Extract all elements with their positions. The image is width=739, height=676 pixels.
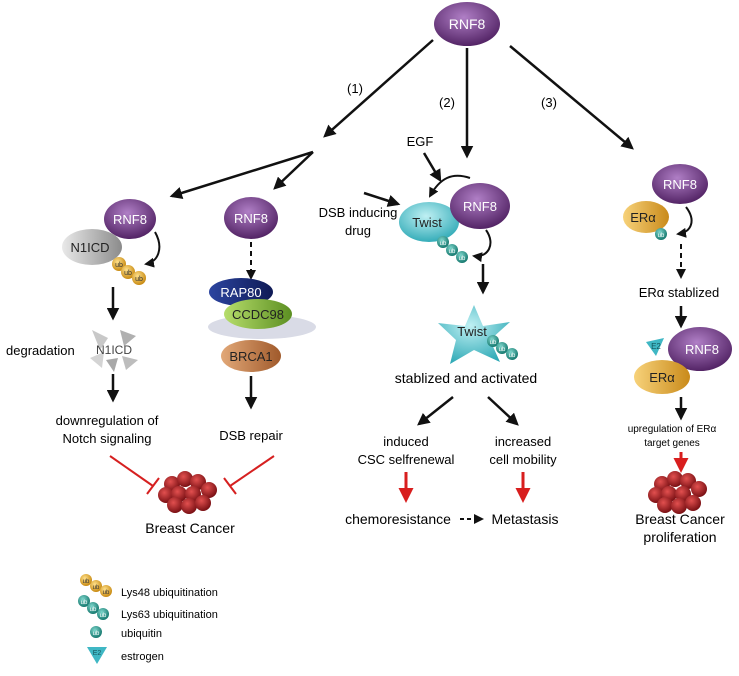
legend-lys48-label: Lys48 ubiquitination <box>121 587 218 599</box>
split-arrows <box>417 396 519 426</box>
rnf8-right-a-label: RNF8 <box>663 177 697 192</box>
upregulation-line1: upregulation of ERα <box>628 424 717 435</box>
svg-text:ub: ub <box>124 270 132 277</box>
svg-text:ub: ub <box>459 256 466 262</box>
path-label-2: (2) <box>439 95 455 110</box>
n1icd-fragments-icon: N1ICD <box>90 330 138 372</box>
svg-text:ub: ub <box>509 353 516 359</box>
proliferation-line2: proliferation <box>643 529 716 545</box>
induced-line2: CSC selfrenewal <box>358 452 455 467</box>
rnf8-left-a-label: RNF8 <box>113 212 147 227</box>
rnf8-twist-complex: Twist RNF8 ub ub ub <box>399 174 510 263</box>
increased-line2: cell mobility <box>489 452 557 467</box>
dsb-drug-line2: drug <box>345 223 371 238</box>
rap80-label: RAP80 <box>220 285 261 300</box>
rnf8-right-b-label: RNF8 <box>685 342 719 357</box>
inhibition-lines <box>109 455 275 495</box>
metastasis-label: Metastasis <box>492 511 559 527</box>
egf-arrow <box>422 152 442 183</box>
dsb-drug-line1: DSB inducing <box>319 205 398 220</box>
path-label-3: (3) <box>541 95 557 110</box>
brca1-label: BRCA1 <box>229 349 272 364</box>
svg-text:E2: E2 <box>651 342 661 351</box>
er-stabilized-label: ERα stablized <box>639 285 720 300</box>
svg-text:ub: ub <box>81 600 88 606</box>
svg-text:ub: ub <box>115 262 123 269</box>
legend-ubiquitin-icon: ub <box>90 626 102 638</box>
proliferation-tumor-icon <box>648 471 707 514</box>
downregulation-line2: Notch signaling <box>63 431 152 446</box>
induced-line1: induced <box>383 434 429 449</box>
legend-lys63-icon: ub ub ub <box>78 595 109 620</box>
svg-text:ub: ub <box>103 590 110 596</box>
legend-ubiquitin-label: ubiquitin <box>121 628 162 640</box>
breast-cancer-tumor-icon <box>158 471 217 514</box>
ub-single-icon: ub <box>658 233 665 239</box>
legend: ub ub ub Lys48 ubiquitination ub ub ub L… <box>78 574 218 664</box>
rnf8-top: RNF8 <box>434 2 500 46</box>
proliferation-line1: Breast Cancer <box>635 511 725 527</box>
svg-text:E2: E2 <box>93 650 102 657</box>
svg-text:ub: ub <box>93 585 100 591</box>
dsb-drug-arrow <box>363 191 401 207</box>
downregulation-line1: downregulation of <box>56 413 159 428</box>
rnf8-left-b-label: RNF8 <box>234 211 268 226</box>
svg-text:ub: ub <box>93 631 100 637</box>
n1icd-fragment-label: N1ICD <box>96 343 132 357</box>
legend-estrogen-label: estrogen <box>121 651 164 663</box>
rnf8-n1icd-complex: RNF8 N1ICD ub ub ub <box>62 199 161 285</box>
rnf8-er-complex: RNF8 ERα ub <box>623 164 708 240</box>
rnf8-brca1-complex: RNF8 RAP80 CCDC98 BRCA1 <box>208 197 316 372</box>
twist-label: Twist <box>412 215 442 230</box>
rnf8-er-e2-complex: E2 RNF8 ERα <box>634 327 732 394</box>
breast-cancer-label: Breast Cancer <box>145 520 235 536</box>
legend-lys63-label: Lys63 ubiquitination <box>121 609 218 621</box>
egf-label: EGF <box>407 134 434 149</box>
chemoresistance-label: chemoresistance <box>345 511 451 527</box>
svg-text:ub: ub <box>490 340 497 346</box>
svg-text:ub: ub <box>440 241 447 247</box>
svg-text:ub: ub <box>90 607 97 613</box>
legend-lys48-icon: ub ub ub <box>80 574 112 597</box>
n1icd-label: N1ICD <box>70 240 109 255</box>
branch-arrows-1 <box>169 150 314 199</box>
ccdc98-label: CCDC98 <box>232 307 284 322</box>
er-a-label: ERα <box>630 210 656 225</box>
increased-line1: increased <box>495 434 551 449</box>
stabilized-activated-label: stablized and activated <box>395 370 537 386</box>
twist-star-icon: Twist ub ub ub <box>438 305 518 364</box>
lys48-chain-icon: ub ub ub <box>112 257 146 285</box>
top-arrows <box>323 39 634 159</box>
svg-text:ub: ub <box>135 276 143 283</box>
svg-text:ub: ub <box>499 347 506 353</box>
dsb-repair-label: DSB repair <box>219 428 283 443</box>
er-b-label: ERα <box>649 370 675 385</box>
rnf8-top-label: RNF8 <box>449 16 486 32</box>
svg-text:ub: ub <box>449 249 456 255</box>
rnf8-middle-label: RNF8 <box>463 199 497 214</box>
red-arrows-middle <box>398 472 531 503</box>
path-label-1: (1) <box>347 81 363 96</box>
twist-star-label: Twist <box>457 324 487 339</box>
degradation-label: degradation <box>6 343 75 358</box>
upregulation-line2: target genes <box>644 438 700 449</box>
lys63-chain-icon: ub ub ub <box>437 236 468 263</box>
svg-text:ub: ub <box>83 579 90 585</box>
legend-estrogen-icon: E2 <box>87 647 107 664</box>
estrogen-e2-icon <box>646 338 664 356</box>
svg-text:ub: ub <box>100 613 107 619</box>
